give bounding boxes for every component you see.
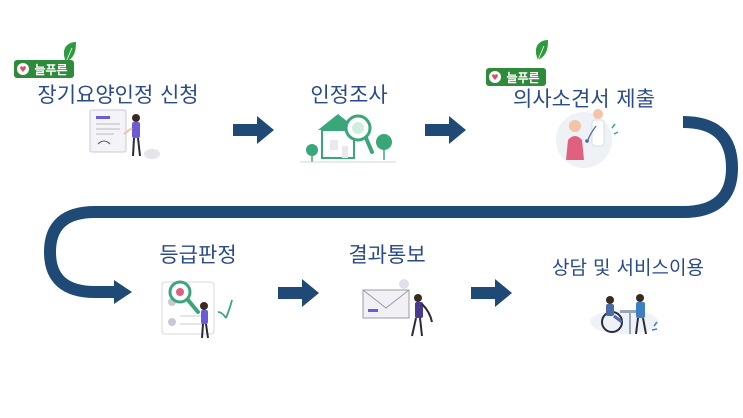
connector-loop-right [43,116,739,298]
arrow-5-6 [471,279,512,307]
step-1-label: 장기요양인정 신청 [37,83,198,107]
step-4-label: 등급판정 [159,243,236,267]
badge-step-1: ♥ 늘푸른 [14,42,76,78]
heart-icon [17,63,29,75]
step-6-label: 상담 및 서비스이용 [552,257,704,279]
badge-text: 늘푸른 [34,63,67,77]
doctor-consult-icon [556,109,619,168]
arrow-1-2 [233,116,274,144]
house-inspection-icon [300,114,396,163]
grade-review-icon [161,280,233,339]
care-service-icon [590,294,658,335]
svg-text:♥: ♥ [491,73,498,82]
badge-text: 늘푸른 [506,71,539,85]
application-form-icon [89,109,160,159]
connector-end-arrowhead [114,280,132,304]
step-2-label: 인정조사 [310,83,387,107]
arrow-2-3 [425,116,466,144]
arrow-4-5 [278,279,319,307]
step-5-label: 결과통보 [348,243,425,267]
svg-text:♥: ♥ [19,65,26,74]
badge-step-3: ♥ 늘푸른 [486,40,548,86]
step-3-label: 의사소견서 제출 [513,87,655,111]
heart-icon [489,71,501,83]
envelope-notice-icon [362,279,433,337]
